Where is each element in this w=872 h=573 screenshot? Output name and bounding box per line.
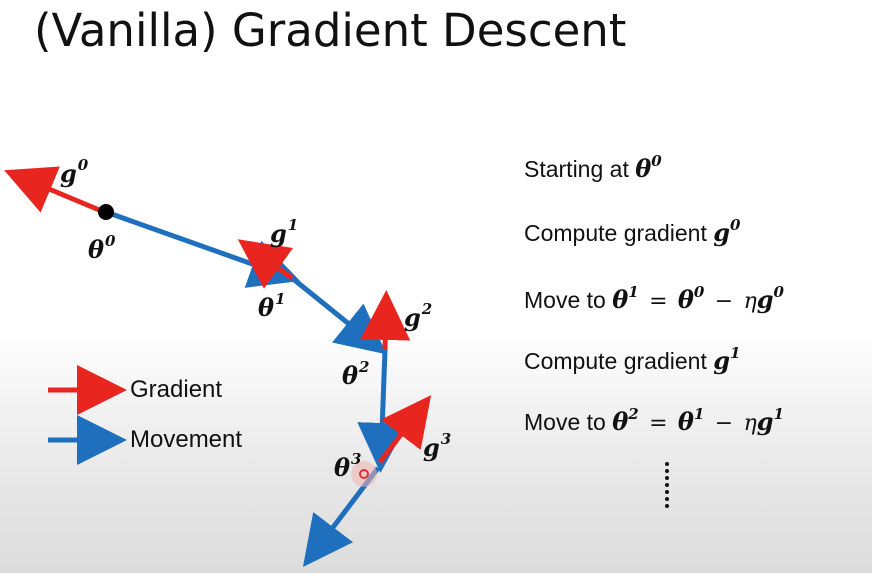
label-theta0: θ0 [88,232,116,264]
legend-movement-label: Movement [130,426,243,453]
learning-rate-eta: η [743,289,757,314]
step-move-theta1: Move to θ1 = θ0 − ηg0 [524,285,784,313]
legend-gradient-label: Gradient [130,376,223,403]
gradient-arrow-0 [4,166,105,215]
step-compute-g1-text: Compute gradient [524,348,707,374]
step-start-math: θ0 [635,152,662,183]
step-compute-g0-text: Compute gradient [524,220,707,246]
ellipsis-dot [665,469,669,473]
learning-rate-eta: η [743,411,757,436]
label-g2: g2 [404,300,433,332]
step-move-theta2-rhs-g: g1 [756,405,784,436]
cursor-dot [359,469,369,479]
movement-arrow-1-2 [290,276,387,355]
step-move-theta2-lhs: θ2 [612,405,639,436]
step-move-theta1-rhs-theta: θ0 [677,283,705,314]
ellipsis-dot [665,476,669,480]
label-g1: g1 [270,216,299,248]
step-move-theta2: Move to θ2 = θ1 − ηg1 [524,407,784,435]
cursor-highlight [351,461,377,487]
movement-arrow-0-1 [105,209,301,288]
gradient-arrow-1 [237,239,294,289]
step-start-text: Starting at [524,156,629,182]
step-compute-g1: Compute gradient g1 [524,346,740,373]
continuation-ellipsis [665,462,671,511]
step-move-theta2-rhs-theta: θ1 [677,405,705,436]
label-g0: g0 [60,156,89,188]
minus-sign: − [714,411,734,436]
ellipsis-dot [665,490,669,494]
minus-sign: − [714,289,734,314]
step-move-theta1-text: Move to [524,287,606,313]
ellipsis-dot [665,483,669,487]
label-theta3: θ3 [334,450,362,482]
label-g3: g3 [423,430,452,462]
ellipsis-dot [665,497,669,501]
gradient-arrow-2 [360,290,411,351]
step-move-theta2-text: Move to [524,409,606,435]
step-start: Starting at θ0 [524,154,662,181]
step-compute-g1-math: g1 [713,344,741,375]
step-compute-g0-math: g0 [713,216,741,247]
ellipsis-dot [665,504,669,508]
equals-sign: = [649,411,668,436]
start-point [98,204,114,220]
movement-arrow-2-3 [357,349,408,473]
ellipsis-dot [665,462,669,466]
step-move-theta1-lhs: θ1 [612,283,639,314]
label-theta2: θ2 [342,358,370,390]
equals-sign: = [649,289,668,314]
gradient-arrow-3 [378,395,432,464]
slide-title: (Vanilla) Gradient Descent [34,4,627,57]
step-move-theta1-rhs-g: g0 [756,283,784,314]
step-compute-g0: Compute gradient g0 [524,218,740,245]
label-theta1: θ1 [258,290,286,322]
